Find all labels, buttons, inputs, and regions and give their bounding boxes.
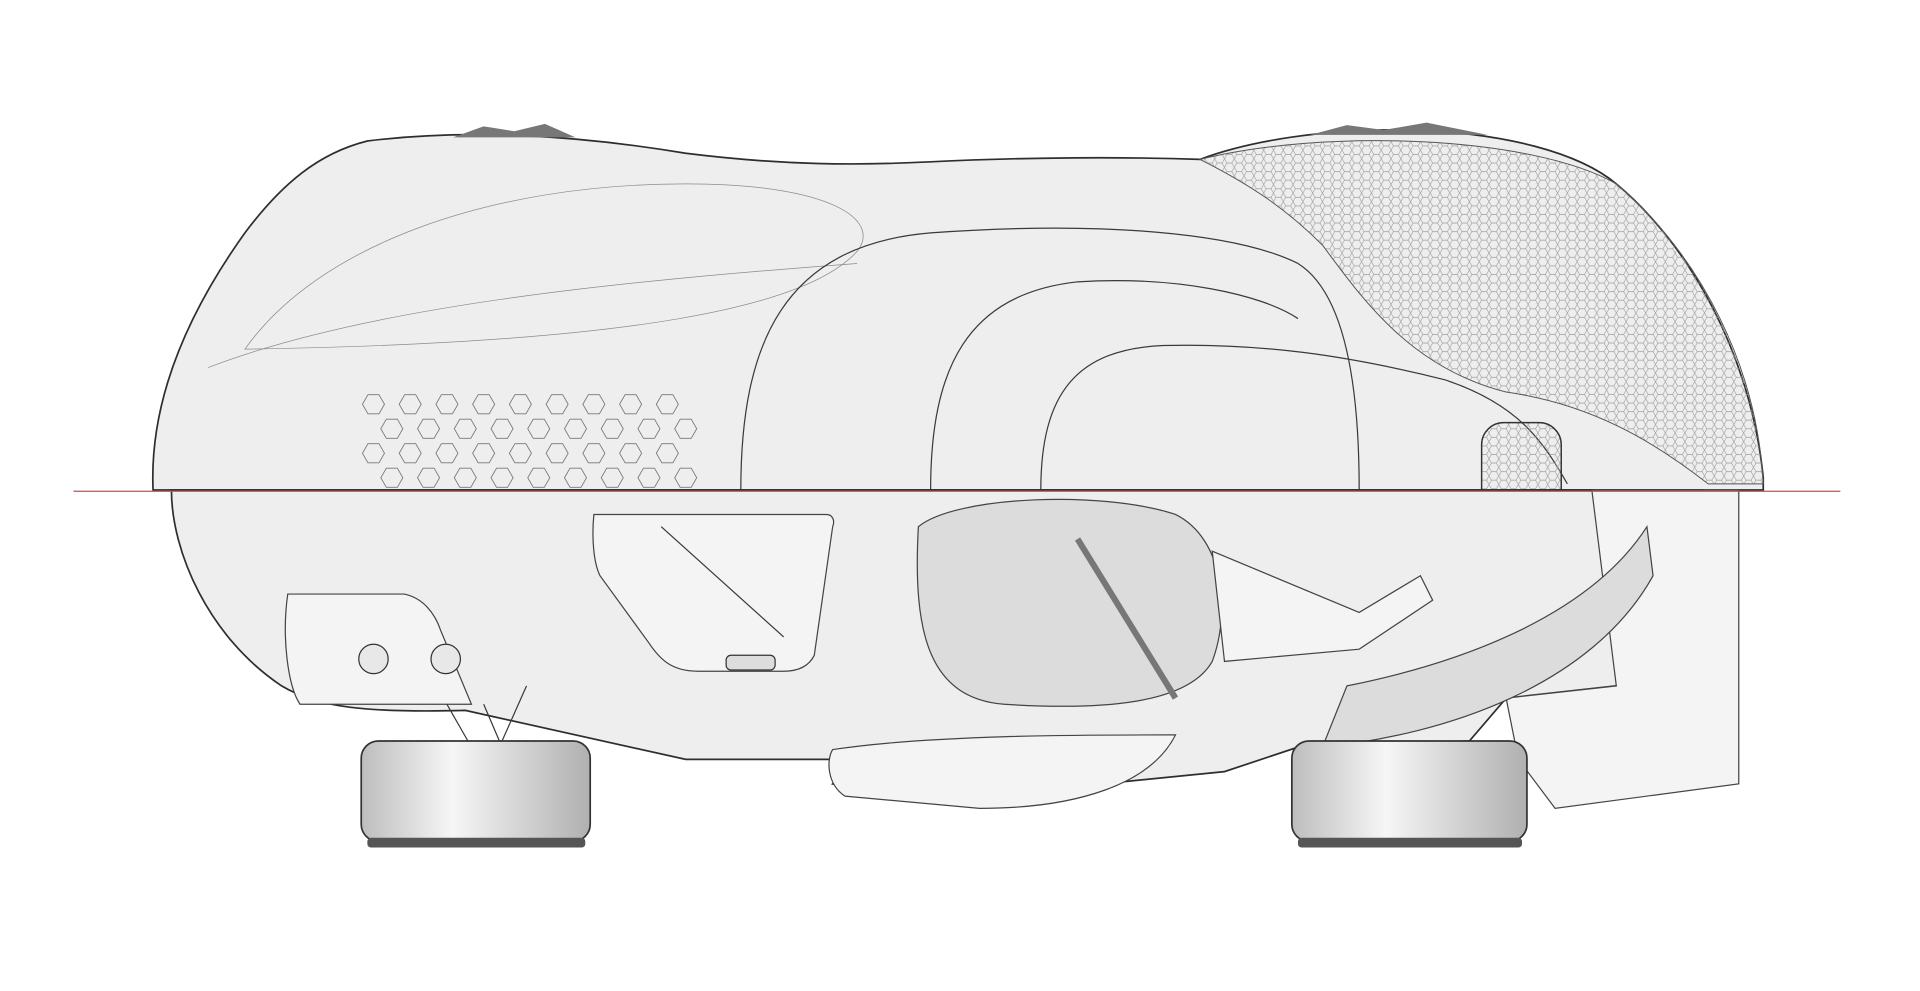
hex-cell xyxy=(472,443,496,464)
hex-cell xyxy=(435,394,459,415)
rear-wheel xyxy=(1290,740,1528,848)
hex-cell xyxy=(435,443,459,464)
hex-cell xyxy=(527,467,551,488)
hex-cell xyxy=(637,418,661,439)
hex-cell xyxy=(674,418,698,439)
hex-cell xyxy=(655,394,679,415)
hex-pattern-front xyxy=(361,394,698,488)
hex-cell xyxy=(674,467,698,488)
hex-cell xyxy=(545,443,569,464)
hex-cell xyxy=(563,418,588,439)
hex-mesh-surface xyxy=(1198,140,1764,485)
seat xyxy=(916,498,1223,707)
hex-cell xyxy=(600,467,624,488)
front-suspension xyxy=(446,685,528,748)
front-wheel xyxy=(360,740,592,848)
canopy-panel xyxy=(244,183,864,350)
window-strut xyxy=(660,526,785,638)
hex-cell xyxy=(361,443,385,464)
cockpit-arch-middle xyxy=(930,280,1299,490)
front-intake-top xyxy=(453,123,576,138)
hex-cell xyxy=(361,394,385,415)
hex-cell xyxy=(619,394,643,415)
hex-cell xyxy=(398,394,422,415)
side-pod xyxy=(1321,524,1654,748)
hex-cell xyxy=(417,467,441,488)
hex-cell xyxy=(508,443,532,464)
floor-panel xyxy=(1505,489,1740,810)
cockpit-arch-inner xyxy=(1040,344,1568,490)
headlight-left xyxy=(358,643,389,675)
hex-cell xyxy=(398,443,422,464)
hex-cell xyxy=(490,418,514,439)
hex-cell xyxy=(545,394,569,415)
door-window xyxy=(592,513,835,672)
side-sill xyxy=(828,734,1177,809)
headlight-right xyxy=(430,643,462,675)
hex-cell xyxy=(453,418,477,439)
hex-cell xyxy=(508,394,532,415)
hex-cell xyxy=(655,443,679,464)
canopy-line xyxy=(208,263,858,368)
hex-cell xyxy=(380,418,404,439)
hex-cell xyxy=(490,467,514,488)
hex-cell xyxy=(582,443,606,464)
hex-cell xyxy=(527,418,551,439)
hex-cell xyxy=(417,418,441,439)
steering-column xyxy=(1211,550,1434,663)
seat-belt xyxy=(1074,537,1179,700)
hex-cell xyxy=(453,467,477,488)
hex-cell xyxy=(600,418,624,439)
hex-cell xyxy=(637,467,661,488)
door-handle xyxy=(725,654,776,671)
hex-cell xyxy=(582,394,606,415)
hex-cell xyxy=(619,443,643,464)
hex-cell xyxy=(472,394,496,415)
rear-intake-top xyxy=(1310,122,1488,135)
hex-cell xyxy=(380,467,404,488)
hex-cell xyxy=(563,467,588,488)
cockpit-arch-outer xyxy=(740,227,1360,490)
